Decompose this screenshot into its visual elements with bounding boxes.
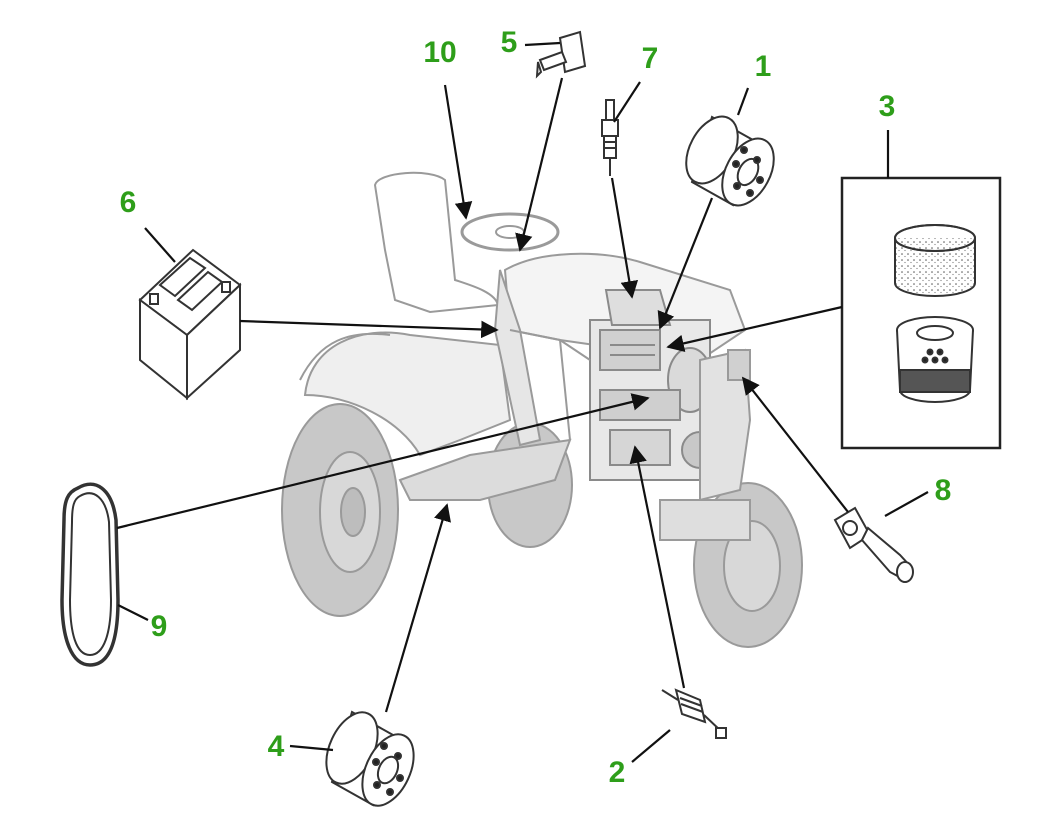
tractor-illustration xyxy=(281,171,803,648)
leader-9-label xyxy=(117,604,149,621)
leader-1-label xyxy=(736,87,750,116)
headlight-bulb xyxy=(833,506,914,583)
callout-6: 6 xyxy=(119,186,137,219)
callout-2: 2 xyxy=(608,756,626,789)
leader-5 xyxy=(515,77,564,252)
leader-2 xyxy=(629,445,686,689)
callout-1: 1 xyxy=(754,50,772,83)
callout-3: 3 xyxy=(878,90,896,123)
rear-fender xyxy=(303,331,512,457)
callout-5: 5 xyxy=(500,26,518,59)
air-filter-box xyxy=(840,176,1002,450)
leader-7 xyxy=(610,177,639,299)
steering-wheel xyxy=(460,212,560,252)
oil-filter-4 xyxy=(325,710,415,807)
leader-2-label xyxy=(631,729,671,763)
leader-4-label xyxy=(289,744,334,752)
leader-7-label xyxy=(613,81,641,123)
oil-filter-1 xyxy=(685,115,775,207)
leader-lines xyxy=(116,41,929,763)
leader-8-label xyxy=(884,491,929,517)
leader-6-label xyxy=(144,227,176,263)
ignition-key xyxy=(535,30,587,79)
fuel-filter xyxy=(661,688,727,739)
callout-4: 4 xyxy=(267,730,285,763)
foam-precleaner xyxy=(894,224,976,297)
callout-9: 9 xyxy=(150,610,168,643)
leader-3 xyxy=(666,305,843,353)
leader-8 xyxy=(741,376,849,513)
callout-7: 7 xyxy=(641,42,659,75)
rear-left-wheel xyxy=(281,403,399,617)
spark-plug xyxy=(601,99,619,176)
leader-9 xyxy=(116,393,650,530)
leader-1 xyxy=(657,197,714,330)
leader-4 xyxy=(384,503,451,713)
leader-10 xyxy=(443,84,473,220)
battery xyxy=(138,248,242,401)
running-board xyxy=(398,438,572,501)
leader-5-label xyxy=(524,41,561,47)
front-right-wheel xyxy=(693,482,803,648)
leader-6 xyxy=(239,319,499,339)
paper-element xyxy=(896,316,974,403)
callout-8: 8 xyxy=(934,474,952,507)
seat xyxy=(373,171,500,314)
callout-10: 10 xyxy=(423,36,457,69)
drive-belt xyxy=(60,482,120,667)
